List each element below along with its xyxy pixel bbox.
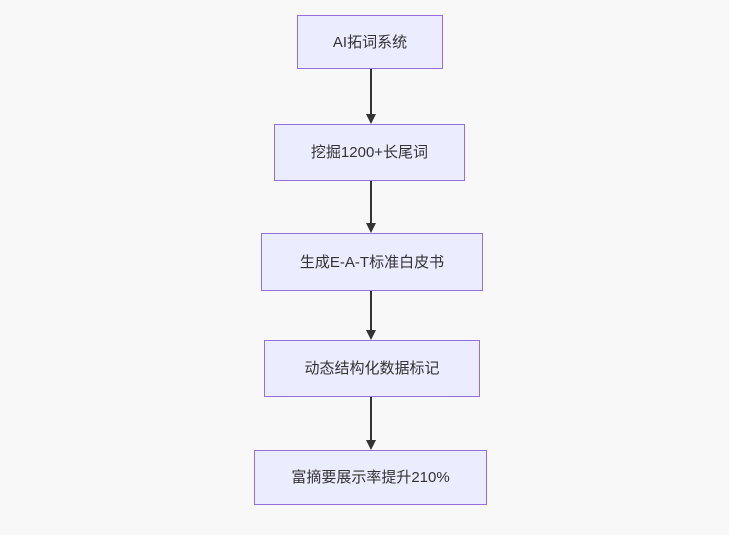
flow-node-structured-data-markup: 动态结构化数据标记: [264, 340, 480, 397]
arrow-shaft: [370, 291, 372, 332]
flow-node-longtail-mining: 挖掘1200+长尾词: [274, 124, 465, 181]
flow-node-label: AI拓词系统: [332, 33, 408, 51]
flow-node-label: 生成E-A-T标准白皮书: [299, 253, 445, 271]
flow-node-rich-snippet-rate: 富摘要展示率提升210%: [254, 450, 487, 505]
flow-node-ai-word-expansion: AI拓词系统: [297, 15, 443, 69]
arrowhead-icon: [366, 440, 376, 450]
arrowhead-icon: [366, 330, 376, 340]
flow-node-label: 挖掘1200+长尾词: [310, 144, 429, 161]
arrow-shaft: [370, 69, 372, 116]
flow-node-label: 富摘要展示率提升210%: [291, 469, 450, 486]
flow-node-eat-whitepaper: 生成E-A-T标准白皮书: [261, 233, 483, 291]
arrow-shaft: [370, 181, 372, 225]
flow-node-label: 动态结构化数据标记: [304, 360, 440, 377]
arrowhead-icon: [366, 223, 376, 233]
arrowhead-icon: [366, 114, 376, 124]
arrow-shaft: [370, 397, 372, 442]
